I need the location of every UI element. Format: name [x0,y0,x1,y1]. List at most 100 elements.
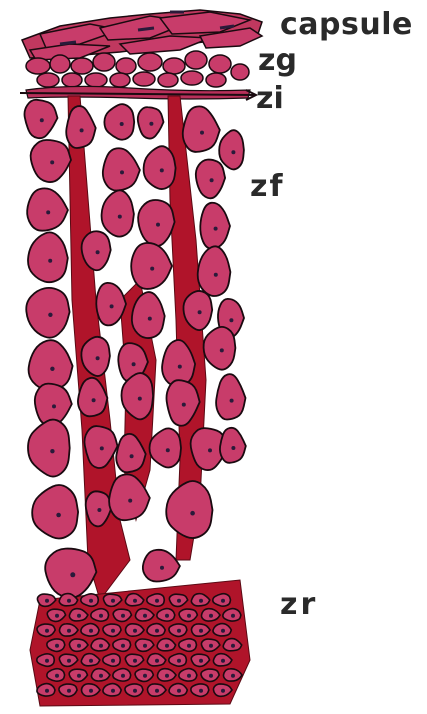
zona-intermedia-layer [20,86,256,100]
cell-nucleus [55,674,59,678]
cell-nucleus [111,659,115,663]
cell-nucleus [45,659,49,663]
cell-nucleus [89,629,93,633]
cell-nucleus [177,599,181,603]
fasciculata-cell [144,146,176,189]
fasciculata-cell [27,188,68,230]
cell-nucleus [187,614,191,618]
cell-nucleus [48,313,52,317]
cell-nucleus [208,448,212,452]
cell-nucleus [96,356,100,360]
label-zona-reticularis: zr [280,590,318,620]
cell-nucleus [56,513,61,518]
cell-nucleus [187,644,191,648]
cell-nucleus [89,659,93,663]
fasciculata-cell [200,203,230,249]
cell-nucleus [199,659,203,663]
cell-nucleus [89,689,93,693]
fasciculata-cell [28,232,68,282]
cell-nucleus [133,629,137,633]
cell-nucleus [177,689,181,693]
capsule-layer [22,10,262,60]
cell-nucleus [121,674,125,678]
cell-nucleus [155,659,159,663]
cell-nucleus [55,614,59,618]
cell-nucleus [231,614,235,618]
cell-nucleus [220,348,224,352]
zona-glomerulosa-layer [26,51,249,87]
cell-nucleus [50,367,54,371]
cell-nucleus [156,223,160,227]
cell-nucleus [92,398,96,402]
cell-nucleus [143,614,147,618]
cell-nucleus [111,629,115,633]
cell-nucleus [198,310,202,314]
cell-nucleus [231,674,235,678]
cell-nucleus [67,599,71,603]
fasciculata-cell [45,549,96,598]
cell-nucleus [155,599,159,603]
cell-nucleus [221,659,225,663]
cell-nucleus [160,566,164,570]
fasciculata-cell [198,246,231,296]
cell-nucleus [133,689,137,693]
cell-nucleus [77,674,81,678]
cell-nucleus [209,614,213,618]
cell-nucleus [120,122,124,126]
cell-nucleus [231,150,235,154]
cell-nucleus [165,614,169,618]
cell-nucleus [48,259,52,263]
cell-nucleus [231,644,235,648]
cell-nucleus [111,599,115,603]
fasciculata-cell [26,288,69,338]
cell-nucleus [209,674,213,678]
cell-nucleus [229,318,233,322]
cell-nucleus [148,317,152,321]
cell-nucleus [121,644,125,648]
cell-nucleus [50,160,54,164]
fasciculata-cell [220,428,246,463]
label-capsule: capsule [280,10,413,40]
cell-nucleus [132,362,136,366]
cell-nucleus [133,659,137,663]
cell-nucleus [149,122,153,126]
cell-nucleus [130,454,134,458]
cell-nucleus [67,629,71,633]
cell-nucleus [97,508,101,512]
zona-fasciculata-layer [24,100,245,598]
cell-nucleus [45,599,49,603]
cell-nucleus [209,644,213,648]
cell-nucleus [177,629,181,633]
cell-nucleus [128,499,132,503]
fasciculata-cell [28,420,70,477]
cell-nucleus [190,511,195,516]
fasciculata-cell [131,243,172,289]
label-zona-glomerulosa: zg [258,46,297,76]
label-zona-fasciculata: zf [250,172,285,202]
cell-nucleus [120,170,124,174]
cell-nucleus [99,614,103,618]
cell-nucleus [110,304,114,308]
cell-nucleus [221,689,225,693]
fasciculata-cell [102,190,134,236]
fasciculata-cell [143,550,180,582]
cell-nucleus [46,210,50,214]
cell-nucleus [177,659,181,663]
cell-nucleus [182,403,186,407]
fasciculata-cell [183,106,220,152]
fasciculata-cell [32,485,78,538]
cell-nucleus [55,644,59,648]
cell-nucleus [143,674,147,678]
cell-nucleus [52,404,56,408]
cell-nucleus [150,267,154,271]
cell-nucleus [199,629,203,633]
cell-nucleus [100,446,104,450]
cell-nucleus [77,644,81,648]
fasciculata-cell [104,104,134,140]
fasciculata-cell [66,106,95,148]
cell-nucleus [155,629,159,633]
cell-nucleus [230,399,234,403]
cell-nucleus [99,674,103,678]
cell-nucleus [178,365,182,369]
cell-nucleus [40,118,44,122]
